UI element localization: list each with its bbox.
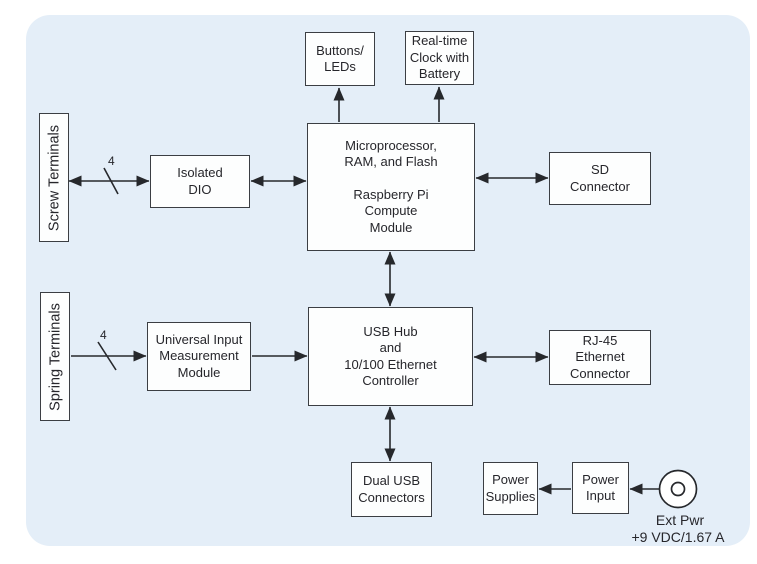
- block-label: Dual USB Connectors: [358, 473, 425, 505]
- block-buttons-leds: Buttons/ LEDs: [305, 32, 375, 86]
- block-label: RJ-45 Ethernet Connector: [570, 332, 630, 381]
- block-screw-terminals: Screw Terminals: [39, 113, 69, 242]
- block-label: USB Hub and 10/100 Ethernet Controller: [344, 323, 437, 388]
- block-label: Isolated DIO: [177, 165, 223, 197]
- block-label: Microprocessor, RAM, and Flash Raspberry…: [344, 137, 438, 235]
- block-label: Screw Terminals: [46, 124, 62, 231]
- ext-pwr-rating-label: +9 VDC/1.67 A: [631, 529, 725, 545]
- block-spring-terminals: Spring Terminals: [40, 292, 70, 421]
- block-label: Power Supplies: [485, 472, 536, 504]
- block-power-input: Power Input: [572, 462, 629, 514]
- block-rj45-connector: RJ-45 Ethernet Connector: [549, 330, 651, 385]
- block-label: Real-time Clock with Battery: [409, 33, 470, 82]
- bus-width-label-spring: 4: [100, 328, 107, 342]
- bus-width-label-screw: 4: [108, 154, 115, 168]
- block-isolated-dio: Isolated DIO: [150, 155, 250, 208]
- block-dual-usb-connectors: Dual USB Connectors: [351, 462, 432, 517]
- block-label: Power Input: [582, 471, 619, 503]
- block-label: Buttons/ LEDs: [316, 42, 364, 74]
- block-power-supplies: Power Supplies: [483, 462, 538, 515]
- block-compute-module: Microprocessor, RAM, and Flash Raspberry…: [307, 123, 475, 251]
- block-label: SD Connector: [570, 162, 630, 194]
- block-realtime-clock: Real-time Clock with Battery: [405, 31, 474, 85]
- block-sd-connector: SD Connector: [549, 152, 651, 205]
- block-usb-ethernet-controller: USB Hub and 10/100 Ethernet Controller: [308, 307, 473, 406]
- block-label: Spring Terminals: [47, 302, 63, 411]
- block-universal-input-module: Universal Input Measurement Module: [147, 322, 251, 391]
- ext-pwr-label: Ext Pwr: [655, 512, 705, 528]
- block-label: Universal Input Measurement Module: [155, 331, 243, 380]
